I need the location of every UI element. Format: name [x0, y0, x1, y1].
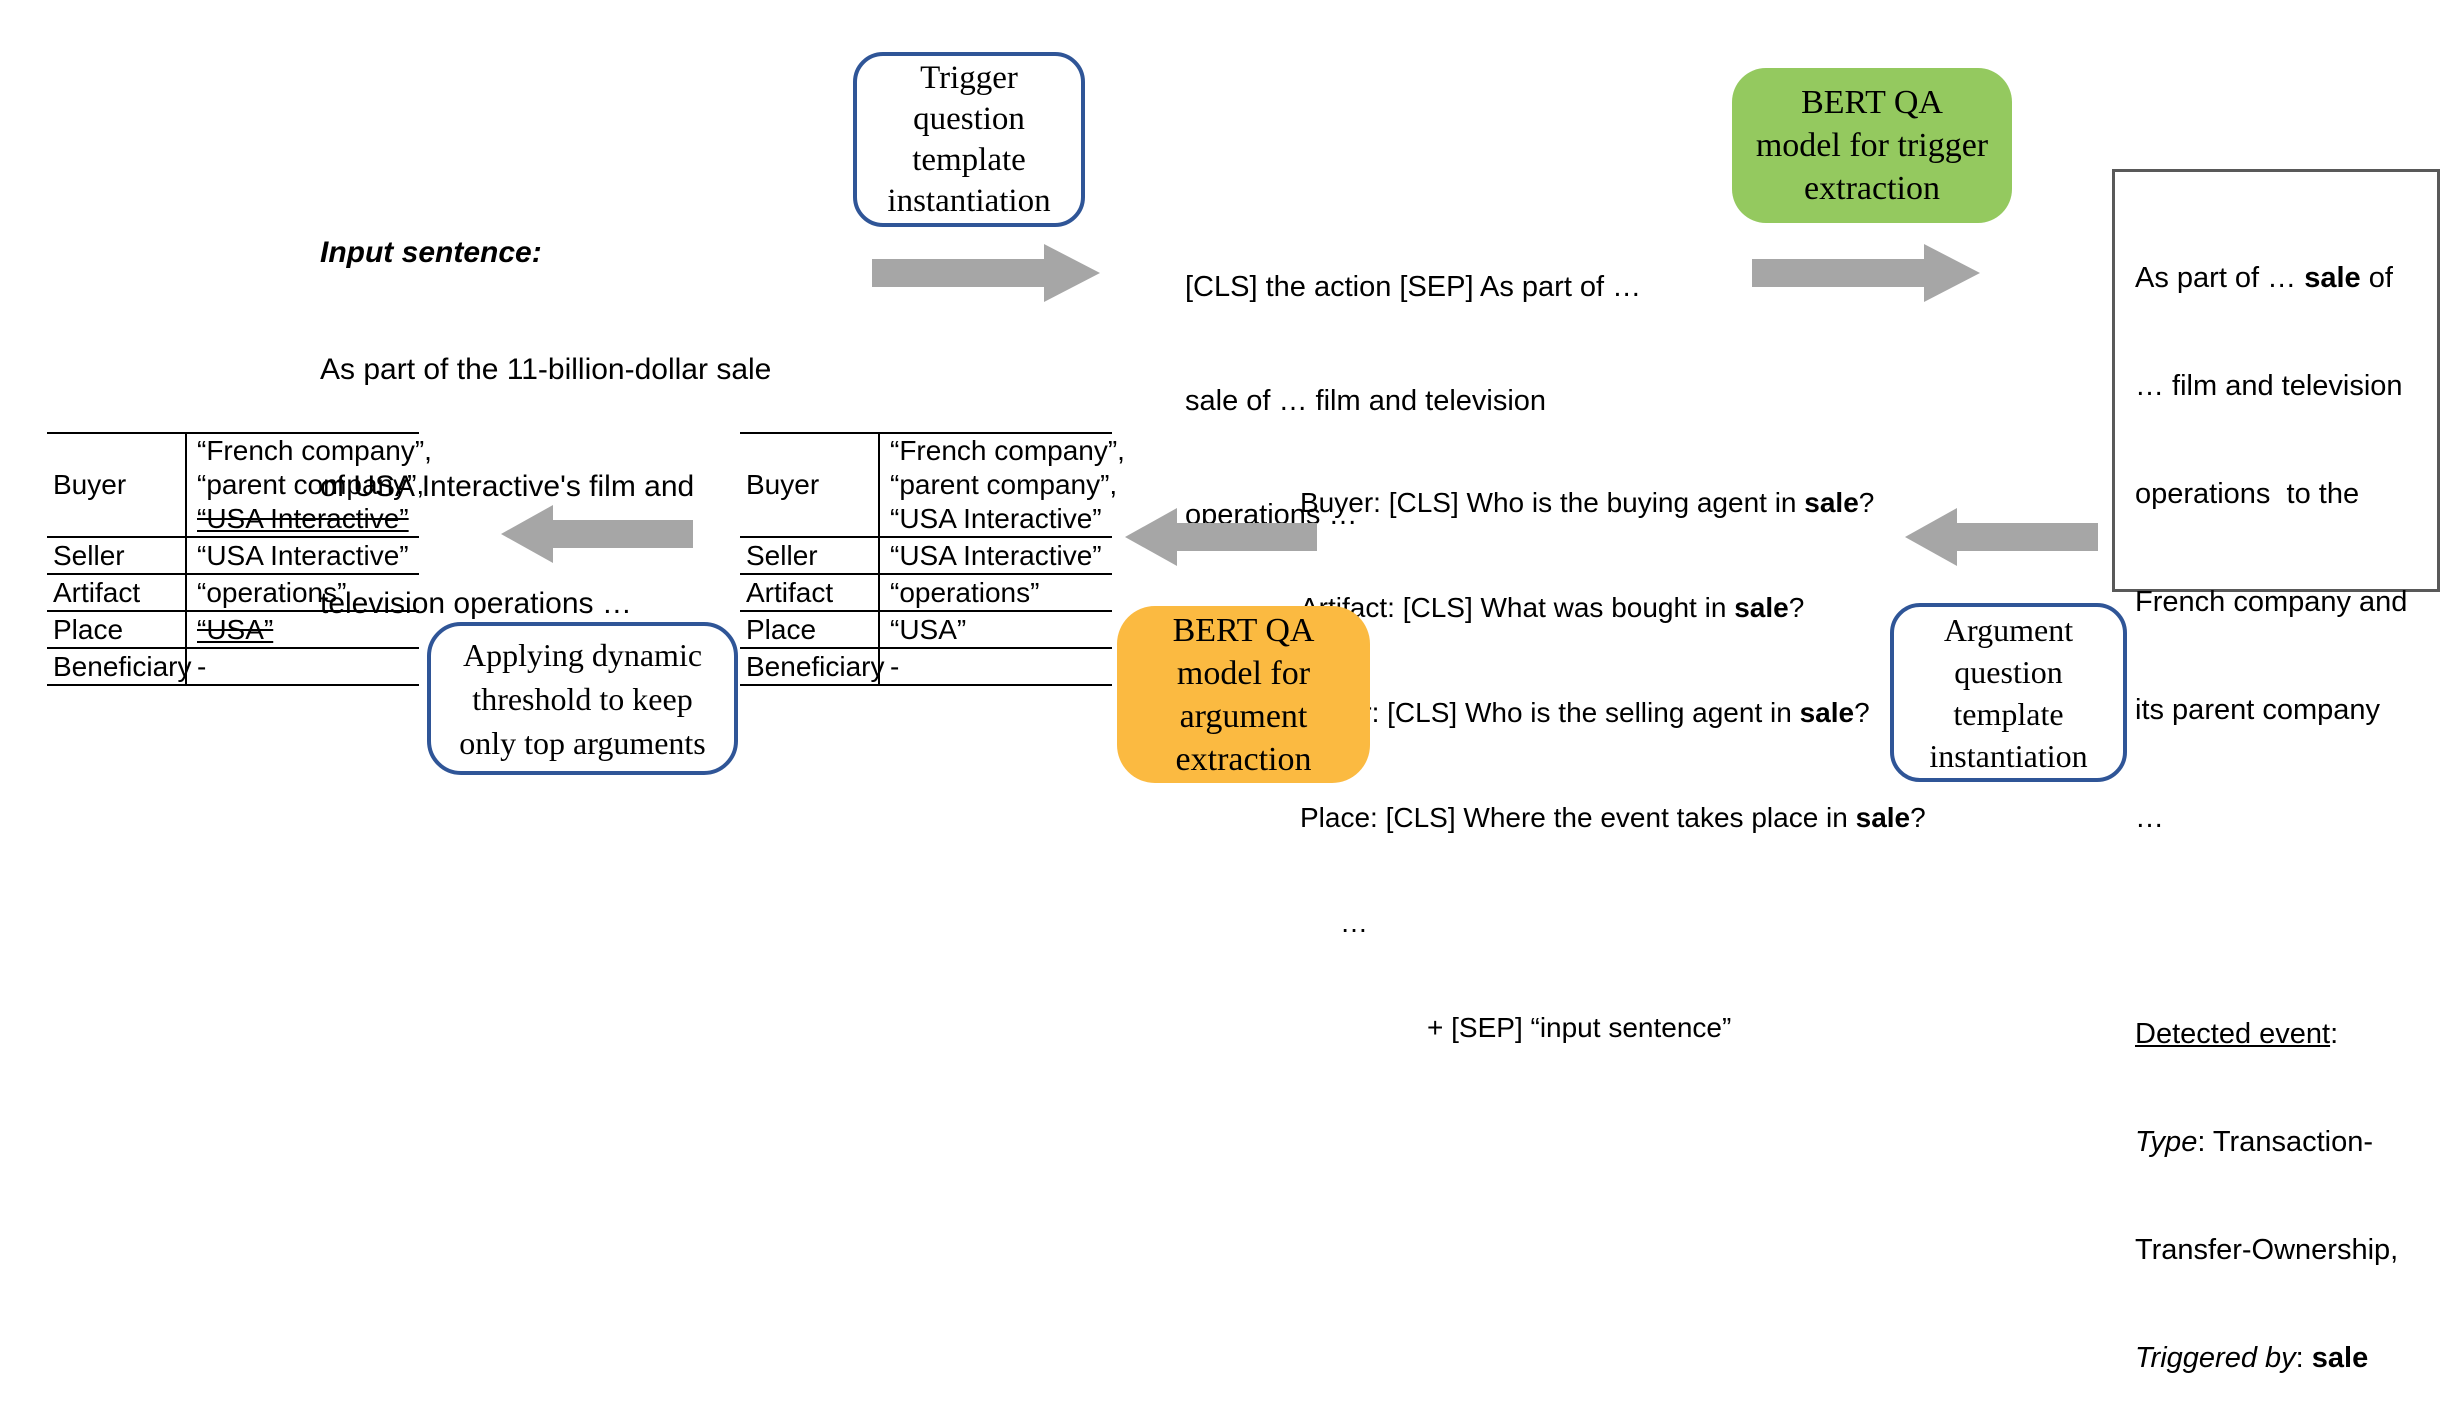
row-label: Buyer — [740, 434, 880, 536]
box-line: model for trigger — [1755, 127, 1989, 164]
result-line: … film and television — [2135, 370, 2403, 402]
row-label: Artifact — [47, 575, 187, 610]
query-line: sale of … film and television — [1185, 385, 1547, 417]
dynamic-threshold-box: Applying dynamic threshold to keep only … — [427, 622, 738, 775]
question-line: Place: [CLS] Where the event takes place… — [1300, 802, 1926, 833]
argument-question-template-box: Argument question template instantiation — [1890, 603, 2127, 782]
box-line: template — [1953, 695, 2064, 732]
box-line: BERT QA — [1801, 84, 1943, 121]
row-label: Beneficiary — [47, 649, 192, 684]
box-line: model for — [1176, 654, 1311, 692]
box-line: Argument — [1943, 611, 2074, 648]
row-values: - — [890, 650, 900, 682]
box-line: instantiation — [887, 182, 1051, 219]
event-type-line: Type: Transaction- — [2135, 1126, 2374, 1158]
pipeline-diagram: { "colors": { "blue_border": "#2F5597", … — [47, 52, 2440, 1374]
box-line: Trigger — [920, 59, 1018, 96]
trigger-question-template-box: Trigger question template instantiation — [853, 52, 1085, 227]
row-values: “French company”, “parent company”, “USA… — [890, 435, 1125, 534]
input-sentence-line: television operations … — [320, 587, 632, 620]
result-line: operations to the — [2135, 478, 2360, 510]
row-label: Seller — [47, 538, 187, 573]
box-line: question — [913, 100, 1025, 137]
table-row: Artifact “operations” — [740, 575, 1112, 612]
flow-arrow-left-icon — [501, 505, 693, 563]
table-row: Beneficiary - — [740, 649, 1112, 686]
flow-arrow-right-icon — [1752, 244, 1980, 302]
trigger-result-box: As part of … sale of … film and televisi… — [2112, 169, 2440, 1374]
filtered-arguments-table: Buyer “French company”, “parent company”… — [47, 432, 432, 686]
box-line: extraction — [1175, 740, 1312, 778]
box-line: extraction — [1804, 170, 1940, 207]
raw-arguments-table: Buyer “French company”, “parent company”… — [740, 432, 1125, 686]
question-line: Artifact: [CLS] What was bought in sale? — [1300, 592, 1805, 623]
table-row: Artifact “operations” — [47, 575, 419, 612]
struck-value: “USA Interactive” — [197, 503, 409, 534]
row-label: Artifact — [740, 575, 880, 610]
row-values: “USA” — [890, 613, 967, 645]
row-values: “USA” — [187, 612, 419, 647]
box-line: template — [912, 141, 1026, 178]
bert-qa-trigger-box: BERT QA model for trigger extraction — [1732, 68, 2012, 223]
row-label: Place — [47, 612, 187, 647]
row-label: Buyer — [47, 434, 187, 536]
row-label: Beneficiary — [740, 649, 885, 684]
box-line: only top arguments — [459, 724, 706, 761]
box-line: argument — [1179, 697, 1308, 735]
query-line: [CLS] the action [SEP] As part of … — [1185, 271, 1642, 303]
result-line: French company and — [2135, 586, 2408, 618]
box-line: instantiation — [1929, 737, 2088, 774]
argument-questions-block: Buyer: [CLS] Who is the buying agent in … — [1300, 415, 1926, 1080]
triggered-by-line: Triggered by: sale — [2135, 1342, 2369, 1374]
input-sentence-line: of USA Interactive's film and — [320, 470, 695, 503]
row-values: - — [197, 650, 207, 682]
row-values: “operations” — [197, 576, 347, 608]
event-type-line: Transfer-Ownership, — [2135, 1234, 2399, 1266]
ellipsis-line: … — [1340, 907, 1368, 938]
table-row: Place “USA” — [740, 612, 1112, 649]
result-line: its parent company — [2135, 694, 2381, 726]
table-row: Buyer “French company”, “parent company”… — [740, 434, 1125, 538]
row-values: “USA Interactive” — [890, 539, 1102, 571]
row-label: Place — [740, 612, 880, 647]
box-line: threshold to keep — [472, 680, 693, 717]
flow-arrow-left-icon — [1125, 508, 1317, 566]
table-row: Seller “USA Interactive” — [740, 538, 1112, 575]
row-values: “USA Interactive” — [197, 539, 409, 571]
row-values: “French company”, “parent company”, “USA… — [197, 435, 432, 534]
struck-value: “USA” — [197, 613, 274, 645]
bert-qa-argument-box: BERT QA model for argument extraction — [1117, 606, 1370, 783]
table-row: Seller “USA Interactive” — [47, 538, 419, 575]
detected-event-heading: Detected event: — [2135, 1018, 2339, 1050]
question-line: Buyer: [CLS] Who is the buying agent in … — [1300, 487, 1875, 518]
box-line: Applying dynamic — [462, 636, 703, 673]
question-line: Seller: [CLS] Who is the selling agent i… — [1300, 697, 1870, 728]
table-row: Beneficiary - — [47, 649, 419, 686]
result-line: … — [2135, 802, 2164, 834]
box-line: question — [1954, 653, 2063, 690]
sep-input-sentence-line: + [SEP] “input sentence” — [1427, 1012, 1732, 1043]
table-row: Buyer “French company”, “parent company”… — [47, 434, 432, 538]
input-sentence-block: Input sentence: As part of the 11-billio… — [320, 155, 771, 662]
flow-arrow-right-icon — [872, 244, 1100, 302]
row-values: “operations” — [890, 576, 1040, 608]
table-row: Place “USA” — [47, 612, 419, 649]
row-label: Seller — [740, 538, 880, 573]
flow-arrow-left-icon — [1905, 508, 2098, 566]
result-line: As part of … sale of — [2135, 262, 2393, 294]
input-sentence-line: As part of the 11-billion-dollar sale — [320, 353, 772, 386]
box-line: BERT QA — [1172, 611, 1315, 649]
blank-line — [2135, 908, 2427, 944]
input-sentence-label: Input sentence: — [320, 236, 542, 269]
